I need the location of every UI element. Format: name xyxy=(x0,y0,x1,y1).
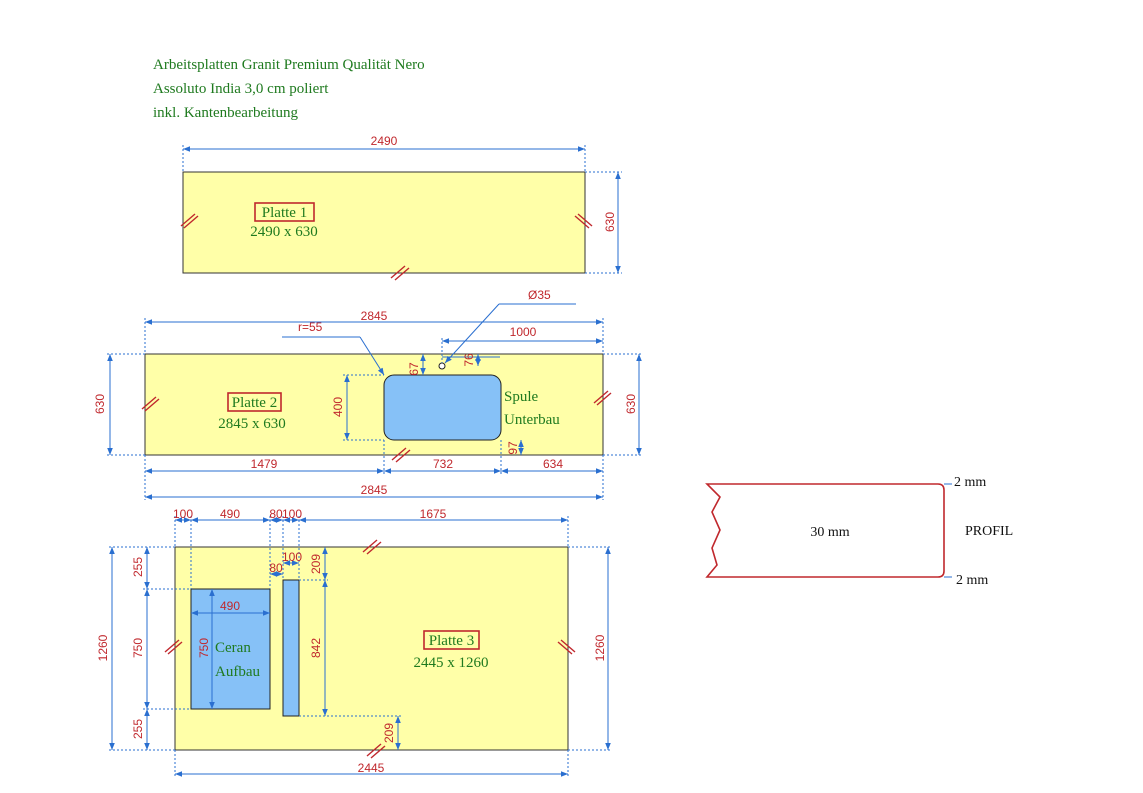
platte-3-name: Platte 3 xyxy=(429,633,474,649)
tap-hole-top-offset: 76 xyxy=(462,353,476,367)
platte-2-name-box xyxy=(227,392,282,412)
platte-1-edge-marks xyxy=(180,213,593,281)
platte-3-top-seg-5: 1675 xyxy=(420,507,447,521)
platte-2-right-segment: 634 xyxy=(543,457,563,471)
profile-top-edge: 2 mm xyxy=(954,475,986,490)
cooktop-label-2: Aufbau xyxy=(215,664,260,680)
cooktop-cutout xyxy=(190,588,271,710)
platte-3-size: 2445 x 1260 xyxy=(414,655,489,671)
platte-1: 2490 630 Platte 1 2490 x 630 xyxy=(180,134,622,281)
sink-cutout xyxy=(383,374,502,441)
platte-3: 100 490 80 100 1675 100 80 209 255 750 2… xyxy=(96,507,612,778)
sink-label-2: Unterbau xyxy=(504,412,560,428)
profile-thickness: 30 mm xyxy=(810,525,849,540)
narrow-cutout-width: 100 xyxy=(282,550,302,564)
tap-hole-offset: 1000 xyxy=(510,325,537,339)
platte-3-top-seg-2: 490 xyxy=(220,507,240,521)
profile-bottom-edge: 2 mm xyxy=(956,573,988,588)
platte-3-left-seg-2: 750 xyxy=(131,638,145,658)
platte-3-name-box xyxy=(423,630,480,650)
platte-2-top-width: 2845 xyxy=(361,309,388,323)
platte-3-bottom-width: 2445 xyxy=(358,761,385,775)
header-line-2: Assoluto India 3,0 cm poliert xyxy=(153,81,329,97)
narrow-cutout-bottom-offset: 209 xyxy=(382,723,396,743)
tap-hole xyxy=(438,362,446,370)
tap-hole-diameter: Ø35 xyxy=(528,288,551,302)
edge-profile-shape xyxy=(705,483,945,578)
header-line-1: Arbeitsplatten Granit Premium Qualität N… xyxy=(153,57,425,73)
platte-2-left-segment: 1479 xyxy=(251,457,278,471)
edge-profile: 30 mm 2 mm 2 mm PROFIL xyxy=(705,475,1013,588)
platte-1-width-label: 2490 xyxy=(371,134,398,148)
platte-2-slab xyxy=(144,353,604,456)
header: Arbeitsplatten Granit Premium Qualität N… xyxy=(153,57,425,121)
sink-radius: r=55 xyxy=(298,320,323,334)
sink-bottom-offset: 97 xyxy=(506,441,520,455)
platte-3-left-seg-1: 255 xyxy=(131,557,145,577)
cooktop-label-1: Ceran xyxy=(215,640,251,656)
platte-1-size: 2490 x 630 xyxy=(250,224,318,240)
sink-depth: 400 xyxy=(331,397,345,417)
profile-title: PROFIL xyxy=(965,524,1013,539)
platte-2-size: 2845 x 630 xyxy=(218,416,286,432)
sink-label-1: Spule xyxy=(504,389,539,405)
platte-2-left-height: 630 xyxy=(93,394,107,414)
narrow-cutout-length: 842 xyxy=(309,638,323,658)
platte-3-edge-marks xyxy=(164,539,576,759)
platte-1-height-label: 630 xyxy=(603,212,617,232)
platte-3-top-seg-3: 80 xyxy=(269,507,283,521)
sink-width: 732 xyxy=(433,457,453,471)
sink-top-offset: 67 xyxy=(407,362,421,376)
platte-2-name: Platte 2 xyxy=(232,395,277,411)
cooktop-width: 490 xyxy=(220,599,240,613)
platte-1-slab xyxy=(182,171,586,274)
platte-2: 2845 r=55 Ø35 1000 67 76 400 97 630 xyxy=(93,288,643,500)
platte-3-top-seg-1: 100 xyxy=(173,507,193,521)
cutout-gap: 80 xyxy=(269,561,283,575)
cooktop-depth: 750 xyxy=(197,638,211,658)
platte-1-name: Platte 1 xyxy=(262,205,307,221)
platte-2-right-height: 630 xyxy=(624,394,638,414)
platte-3-left-height: 1260 xyxy=(96,634,110,661)
platte-2-bottom-width: 2845 xyxy=(361,483,388,497)
header-line-3: inkl. Kantenbearbeitung xyxy=(153,105,298,121)
narrow-cutout xyxy=(282,579,300,717)
narrow-cutout-top-offset: 209 xyxy=(309,554,323,574)
platte-3-right-height: 1260 xyxy=(593,634,607,661)
platte-3-left-seg-3: 255 xyxy=(131,719,145,739)
platte-2-edge-marks xyxy=(141,390,612,463)
platte-3-top-seg-4: 100 xyxy=(282,507,302,521)
platte-1-name-box xyxy=(254,202,315,222)
